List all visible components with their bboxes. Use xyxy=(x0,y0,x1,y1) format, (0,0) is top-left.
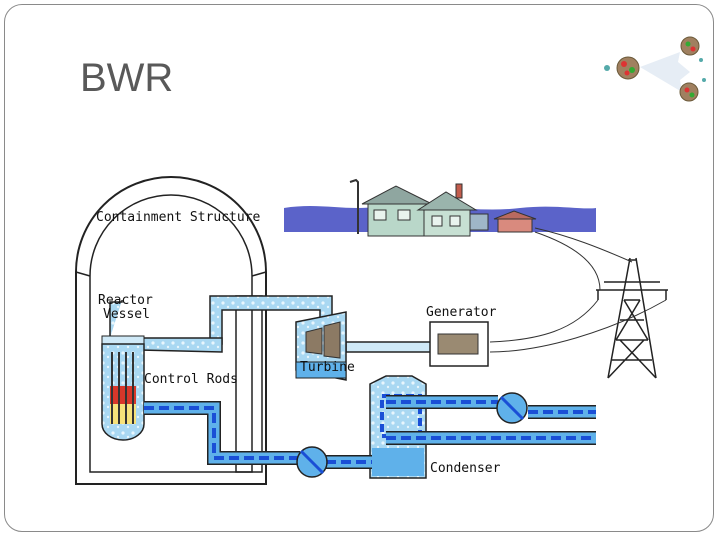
generator xyxy=(429,321,489,367)
feedwater-pipe xyxy=(144,401,372,469)
reactor-vessel xyxy=(101,335,145,441)
slide-title: BWR xyxy=(80,56,174,100)
condenser xyxy=(369,375,427,479)
label-reactor-vessel-1: Reactor xyxy=(98,293,153,308)
steam-pipe xyxy=(109,295,435,353)
house-icon xyxy=(361,183,537,237)
pump-icon xyxy=(296,446,328,478)
cooling-water-pipe xyxy=(386,395,596,445)
atom-splitting-icon xyxy=(604,36,706,102)
pump-icon xyxy=(496,392,528,424)
turbine xyxy=(295,311,347,381)
label-containment-structure: Containment Structure xyxy=(96,210,261,225)
label-condenser: Condenser xyxy=(430,461,501,476)
label-control-rods: Control Rods xyxy=(144,372,238,387)
label-generator: Generator xyxy=(426,305,497,320)
label-turbine: Turbine xyxy=(300,360,355,375)
label-reactor-vessel-2: Vessel xyxy=(103,307,150,322)
power-lines xyxy=(489,227,667,353)
power-pylon-icon xyxy=(596,257,668,379)
